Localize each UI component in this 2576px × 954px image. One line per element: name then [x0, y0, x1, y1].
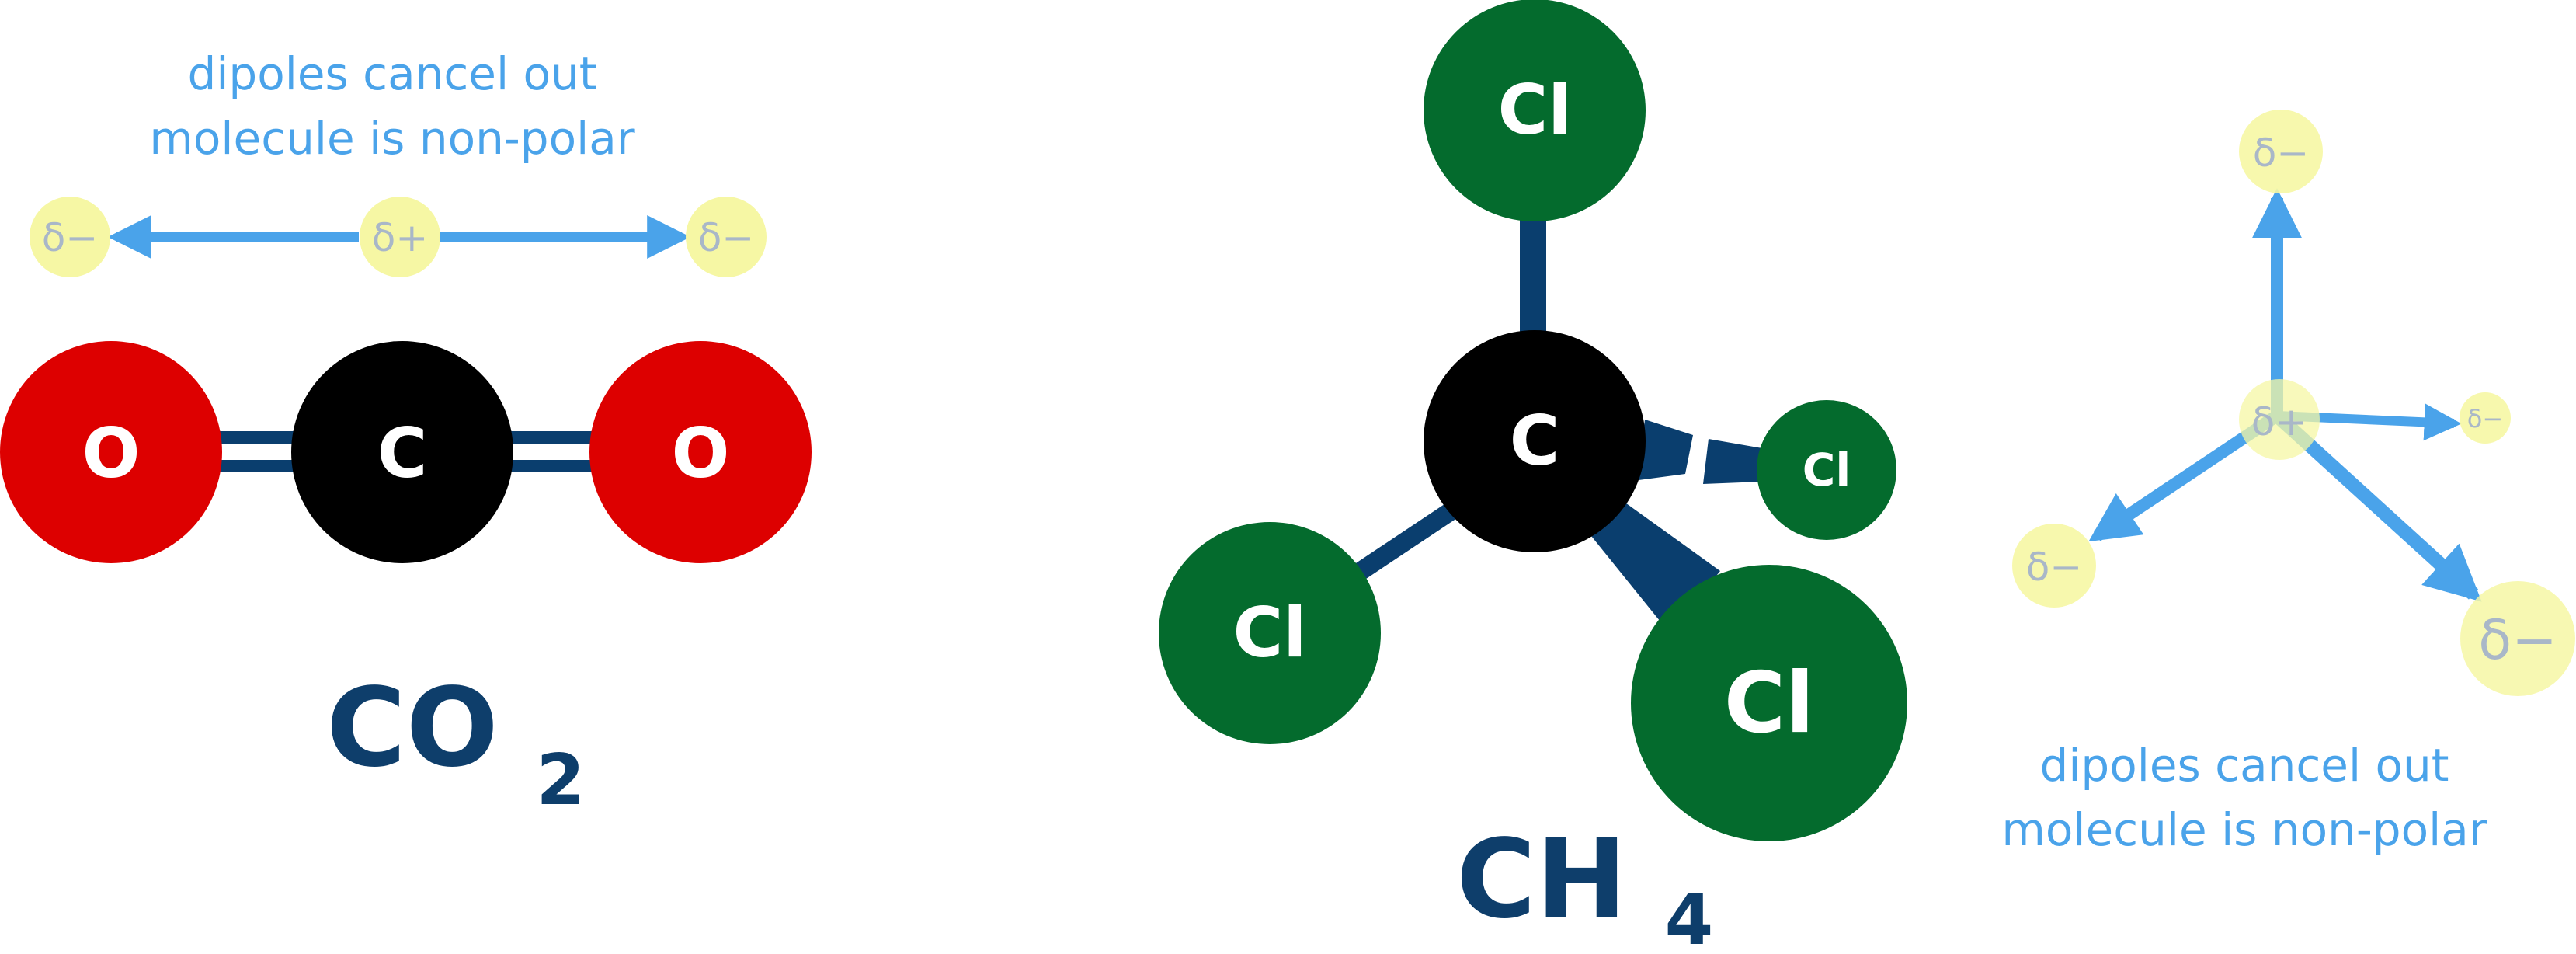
- ccl4-atom-chlorine-back-right: Cl: [1757, 400, 1896, 540]
- co2-caption-line2: molecule is non-polar: [149, 112, 634, 165]
- formula-subscript: 4: [1665, 879, 1714, 954]
- charge-halo: [2012, 524, 2096, 608]
- dipole-charge-center: δ+: [2239, 379, 2320, 460]
- atom-sphere: [0, 341, 222, 563]
- charge-label: δ−: [2253, 131, 2310, 176]
- charge-halo: [360, 197, 440, 277]
- dipole-charge-right: δ−: [2460, 392, 2511, 444]
- charge-halo: [2239, 379, 2320, 460]
- co2-charge-left: δ−: [30, 197, 110, 277]
- atom-label: C: [1510, 401, 1560, 481]
- charge-halo: [2460, 392, 2511, 444]
- atom-label: C: [377, 413, 428, 493]
- co2-atom-carbon: C: [291, 341, 513, 563]
- charge-label: δ−: [2026, 545, 2083, 590]
- ccl4-atom-chlorine-front-right: Cl: [1631, 565, 1907, 841]
- charge-label: δ−: [698, 215, 755, 260]
- atom-label: Cl: [1233, 593, 1307, 673]
- atom-label: Cl: [1803, 444, 1851, 496]
- formula-main: CO: [326, 665, 499, 792]
- charge-halo: [2460, 581, 2575, 696]
- atom-sphere: [1424, 0, 1646, 221]
- ccl4-atom-chlorine-top: Cl: [1424, 0, 1646, 221]
- co2-formula: CO 2: [326, 665, 585, 821]
- dipole-panel: δ− δ+ δ− δ− δ− dipoles cancel out molecu…: [2001, 110, 2575, 856]
- dipole-charge-top: δ−: [2239, 110, 2323, 193]
- dipole-charge-bottom-right: δ−: [2460, 581, 2575, 696]
- bond-top: [1520, 210, 1546, 350]
- ccl4-atom-chlorine-left: Cl: [1159, 522, 1381, 744]
- atom-sphere: [1631, 565, 1907, 841]
- charge-halo: [2239, 110, 2323, 193]
- bond-back-right-dashed: [1639, 420, 1767, 484]
- dipole-charge-left: δ−: [2012, 524, 2096, 608]
- atom-sphere: [1424, 330, 1646, 552]
- co2-charge-center: δ+: [360, 197, 440, 277]
- atom-sphere: [291, 341, 513, 563]
- co2-double-bond-left: [217, 431, 311, 472]
- charge-label: δ−: [42, 215, 99, 260]
- atom-label: O: [82, 413, 141, 493]
- co2-caption-line1: dipoles cancel out: [188, 47, 597, 100]
- bond-left: [1338, 497, 1465, 590]
- dipole-caption-line1: dipoles cancel out: [2040, 739, 2449, 792]
- charge-halo: [30, 197, 110, 277]
- charge-label: δ+: [2251, 399, 2308, 444]
- atom-label: Cl: [1498, 70, 1572, 150]
- atom-sphere: [589, 341, 812, 563]
- formula-subscript: 2: [537, 740, 586, 821]
- co2-double-bond-right: [497, 431, 598, 472]
- charge-label: δ−: [2478, 608, 2557, 672]
- formula-main: CH: [1456, 816, 1627, 943]
- ccl4-panel: Cl Cl Cl C Cl CH 4: [1159, 0, 1907, 954]
- co2-charge-right: δ−: [686, 197, 767, 277]
- atom-label: Cl: [1724, 655, 1814, 752]
- ccl4-formula: CH 4: [1456, 816, 1713, 954]
- atom-label: O: [672, 413, 730, 493]
- charge-label: δ−: [2467, 404, 2503, 433]
- co2-atom-oxygen-left: O: [0, 341, 222, 563]
- ccl4-atom-carbon: C: [1424, 330, 1646, 552]
- charge-label: δ+: [372, 215, 429, 260]
- co2-panel: dipoles cancel out molecule is non-polar…: [0, 47, 812, 821]
- co2-atom-oxygen-right: O: [589, 341, 812, 563]
- charge-halo: [686, 197, 767, 277]
- dipole-caption-line2: molecule is non-polar: [2001, 803, 2487, 856]
- atom-sphere: [1757, 400, 1896, 540]
- atom-sphere: [1159, 522, 1381, 744]
